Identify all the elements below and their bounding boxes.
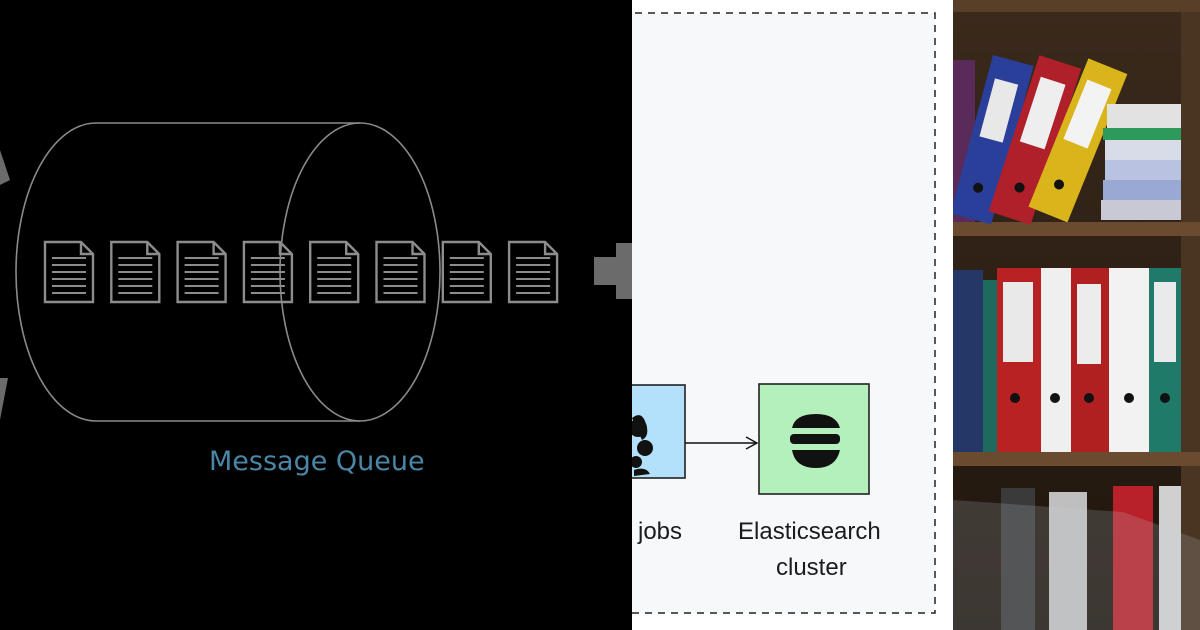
- shelf-board-2: [953, 452, 1200, 466]
- bookshelf-photo: [953, 0, 1200, 630]
- elasticsearch-diagram-panel: jobs Elasticsearch cluster: [632, 0, 953, 630]
- document-icon: [43, 240, 95, 304]
- document-icon: [242, 240, 294, 304]
- message-queue-diagram: [0, 122, 632, 422]
- bottom-shelf-binders: [1001, 486, 1181, 630]
- document-icon: [507, 240, 559, 304]
- message-queue-panel: Message Queue: [0, 122, 632, 477]
- left-arrow-bottom-partial: [0, 378, 8, 420]
- cluster-label: cluster: [776, 554, 847, 581]
- document-icon: [309, 240, 360, 304]
- elasticsearch-logo-icon: [790, 414, 840, 468]
- document-icon: [110, 240, 161, 304]
- shelf-upright: [1181, 0, 1200, 630]
- message-queue-label: Message Queue: [209, 446, 425, 477]
- queued-documents: [43, 240, 559, 304]
- document-icon: [176, 240, 227, 304]
- group-container: [632, 12, 936, 614]
- elasticsearch-diagram: [632, 12, 936, 614]
- elasticsearch-node: [758, 383, 870, 495]
- jobs-label: jobs: [638, 518, 683, 545]
- bookshelf-illustration: [953, 0, 1200, 630]
- glass-reflection: [953, 500, 1200, 630]
- document-icon: [375, 240, 426, 304]
- document-icon: [441, 240, 492, 304]
- output-arrow: [594, 243, 632, 299]
- left-arrow-top-partial: [0, 150, 10, 185]
- shelf-board-top: [953, 0, 1200, 12]
- jobs-node: [632, 384, 686, 479]
- elasticsearch-label: Elasticsearch: [738, 518, 881, 545]
- jobs-logo-icon: [632, 415, 653, 476]
- shelf-board-1: [953, 222, 1200, 236]
- jobs-to-elasticsearch-arrow: [685, 436, 759, 450]
- top-shelf-binders: [953, 55, 1181, 225]
- middle-shelf-binders: [953, 268, 1181, 452]
